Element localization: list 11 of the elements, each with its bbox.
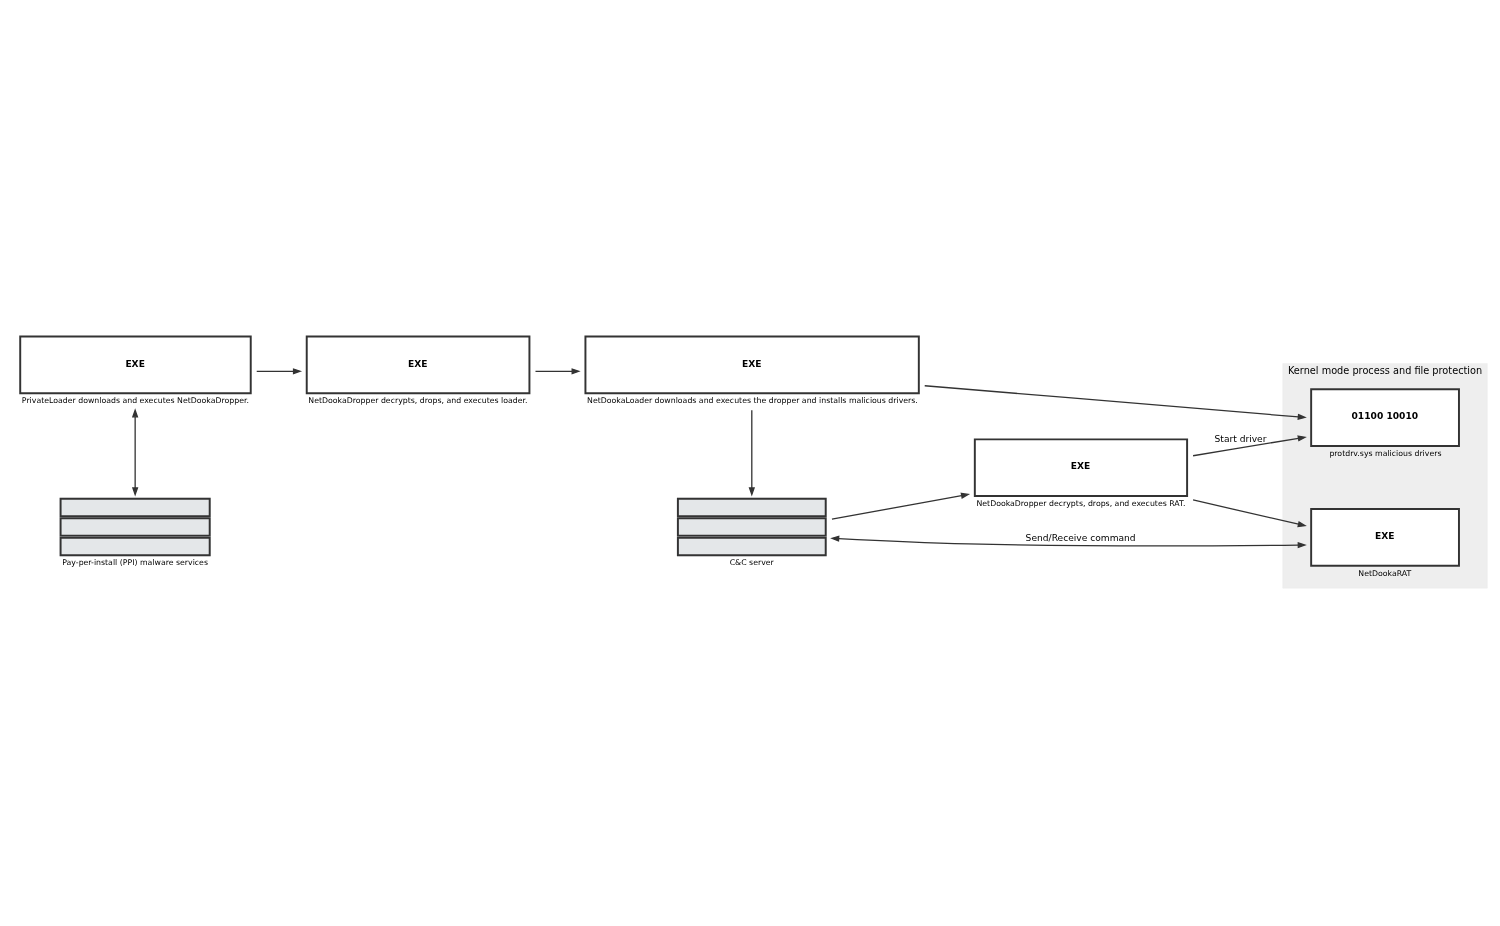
arrow	[1191, 435, 1307, 457]
arrow	[923, 385, 1307, 421]
arrow	[1191, 499, 1307, 528]
arrow	[131, 408, 138, 497]
arrow	[534, 368, 581, 375]
arrow	[830, 492, 970, 520]
arrow	[748, 409, 755, 497]
edge-label: Start driver	[1214, 434, 1266, 445]
edge-label: Send/Receive command	[1025, 533, 1136, 544]
arrow	[829, 535, 1307, 549]
arrow	[255, 368, 302, 375]
